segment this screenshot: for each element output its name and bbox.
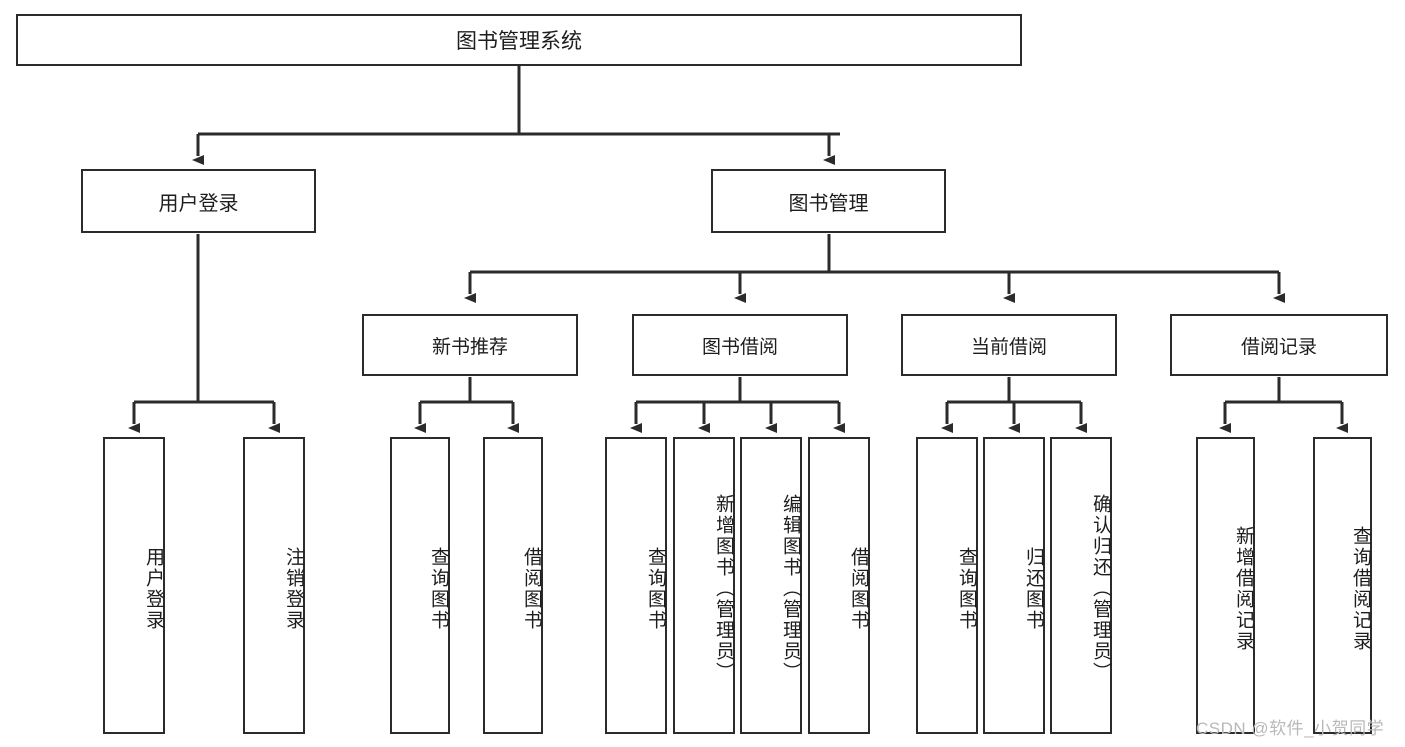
node-borrow-record-label: 借阅记录 bbox=[1240, 336, 1317, 358]
leaf-book-borrow-add[interactable]: 新增图书（管理员） bbox=[673, 437, 735, 734]
leaf-borrow-record-query-label: 查询借阅记录 bbox=[1350, 525, 1371, 652]
node-book-borrow[interactable]: 图书借阅 bbox=[632, 314, 848, 376]
leaf-book-borrow-borrow-label: 借阅图书 bbox=[848, 546, 869, 631]
leaf-user-login-login[interactable]: 用户登录 bbox=[103, 437, 165, 734]
leaf-current-borrow-confirm-return-label: 确认归还（管理员） bbox=[1090, 494, 1111, 683]
node-user-login[interactable]: 用户登录 bbox=[81, 169, 316, 233]
leaf-new-book-borrow[interactable]: 借阅图书 bbox=[483, 437, 543, 734]
leaf-user-login-login-label: 用户登录 bbox=[143, 546, 164, 631]
leaf-current-borrow-return-label: 归还图书 bbox=[1023, 546, 1044, 631]
leaf-current-borrow-return[interactable]: 归还图书 bbox=[983, 437, 1045, 734]
watermark: CSDN @软件_小贺同学 bbox=[1196, 719, 1385, 738]
leaf-new-book-query[interactable]: 查询图书 bbox=[390, 437, 450, 734]
leaf-book-borrow-edit-label: 编辑图书（管理员） bbox=[780, 494, 801, 683]
node-book-borrow-label: 图书借阅 bbox=[701, 336, 778, 358]
leaf-book-borrow-borrow[interactable]: 借阅图书 bbox=[808, 437, 870, 734]
leaf-borrow-record-add-label: 新增借阅记录 bbox=[1233, 525, 1254, 652]
leaf-book-borrow-query[interactable]: 查询图书 bbox=[605, 437, 667, 734]
node-new-book-recommend[interactable]: 新书推荐 bbox=[362, 314, 578, 376]
leaf-current-borrow-query[interactable]: 查询图书 bbox=[916, 437, 978, 734]
leaf-borrow-record-add[interactable]: 新增借阅记录 bbox=[1196, 437, 1255, 734]
leaf-book-borrow-query-label: 查询图书 bbox=[645, 546, 666, 631]
node-root[interactable]: 图书管理系统 bbox=[16, 14, 1022, 66]
leaf-borrow-record-query[interactable]: 查询借阅记录 bbox=[1313, 437, 1372, 734]
node-book-management-label: 图书管理 bbox=[788, 192, 869, 215]
leaf-book-borrow-edit[interactable]: 编辑图书（管理员） bbox=[740, 437, 802, 734]
node-borrow-record[interactable]: 借阅记录 bbox=[1170, 314, 1388, 376]
node-book-management[interactable]: 图书管理 bbox=[711, 169, 946, 233]
node-current-borrow-label: 当前借阅 bbox=[970, 336, 1047, 358]
leaf-new-book-borrow-label: 借阅图书 bbox=[521, 546, 542, 631]
leaf-user-login-logout-label: 注销登录 bbox=[283, 546, 304, 631]
leaf-user-login-logout[interactable]: 注销登录 bbox=[243, 437, 305, 734]
node-current-borrow[interactable]: 当前借阅 bbox=[901, 314, 1117, 376]
node-new-book-recommend-label: 新书推荐 bbox=[431, 336, 508, 358]
leaf-new-book-query-label: 查询图书 bbox=[428, 546, 449, 631]
leaf-current-borrow-query-label: 查询图书 bbox=[956, 546, 977, 631]
node-user-login-label: 用户登录 bbox=[158, 192, 239, 215]
node-root-label: 图书管理系统 bbox=[456, 30, 582, 53]
leaf-book-borrow-add-label: 新增图书（管理员） bbox=[713, 494, 734, 683]
leaf-current-borrow-confirm-return[interactable]: 确认归还（管理员） bbox=[1050, 437, 1112, 734]
